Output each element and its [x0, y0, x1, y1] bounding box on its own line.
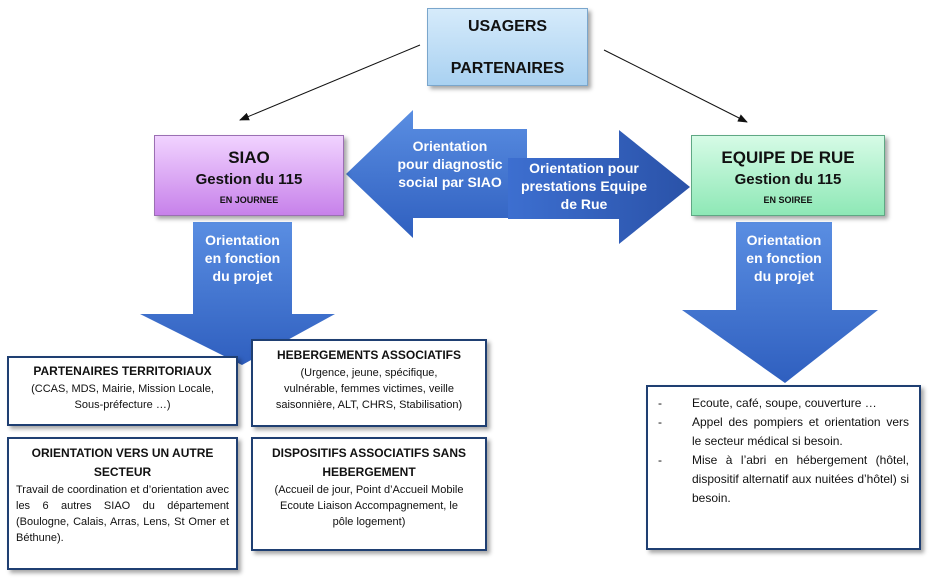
card-title: PARTENAIRES TERRITORIAUX [33, 364, 212, 378]
arrow-left-line: Orientation [412, 138, 488, 154]
card-line: Sous-préfecture …) [74, 399, 171, 411]
orientation-secteur-card: ORIENTATION VERS UN AUTRE SECTEUR Travai… [7, 437, 238, 570]
partenaires-label: PARTENAIRES [450, 60, 565, 77]
list-item: Mise à l’abri en hébergement (hôtel, dis… [652, 451, 909, 508]
rue-period: EN SOIREE [763, 195, 813, 205]
list-item: Appel des pompiers et orientation vers l… [652, 413, 909, 451]
usagers-label: USAGERS [467, 18, 548, 35]
equipe-de-rue-box: EQUIPE DE RUE Gestion du 115 EN SOIREE [691, 135, 885, 216]
list-item: Ecoute, café, soupe, couverture … [652, 394, 909, 413]
down-arrow-siao-label: Orientation en fonction du projet [193, 231, 292, 285]
arrow-left-shape [346, 110, 527, 238]
card-title: HEBERGEMENT [322, 465, 416, 479]
arrow-right-line: prestations Equipe [520, 178, 648, 194]
services-list: Ecoute, café, soupe, couverture … Appel … [652, 394, 909, 508]
siao-box: SIAO Gestion du 115 EN JOURNEE [154, 135, 344, 216]
partenaires-territoriaux-card: PARTENAIRES TERRITORIAUX (CCAS, MDS, Mai… [7, 356, 238, 426]
arrow-right-label: Orientation pour prestations Equipe de R… [512, 159, 656, 213]
arrow-right-shape [508, 130, 690, 244]
siao-period: EN JOURNEE [219, 195, 279, 205]
card-line: (Urgence, jeune, spécifique, [300, 367, 438, 379]
arrow-left-line: social par SIAO [398, 174, 502, 190]
card-line: saisonnière, ALT, CHRS, Stabilisation) [275, 399, 463, 411]
down-arrow-rue-shape [682, 222, 878, 383]
siao-subtitle: Gestion du 115 [195, 171, 303, 188]
card-title: DISPOSITIFS ASSOCIATIFS SANS [271, 446, 467, 460]
equipe-rue-services-card: Ecoute, café, soupe, couverture … Appel … [646, 385, 921, 550]
down-rue-line: en fonction [746, 250, 822, 266]
rue-title: EQUIPE DE RUE [721, 148, 855, 167]
hebergements-associatifs-card: HEBERGEMENTS ASSOCIATIFS (Urgence, jeune… [251, 339, 487, 427]
usagers-box: USAGERS PARTENAIRES [427, 8, 588, 86]
arrow-left-line: pour diagnostic [397, 156, 503, 172]
down-siao-line: Orientation [205, 232, 280, 248]
down-arrow-siao-shape [140, 222, 335, 365]
card-title: HEBERGEMENTS ASSOCIATIFS [276, 348, 461, 362]
dispositifs-associatifs-card: DISPOSITIFS ASSOCIATIFS SANS HEBERGEMENT… [251, 437, 487, 551]
arrow-right-line: Orientation pour [529, 160, 639, 176]
down-rue-line: du projet [754, 268, 814, 284]
card-line: (CCAS, MDS, Mairie, Mission Locale, [31, 383, 214, 395]
arrow-left-label: Orientation pour diagnostic social par S… [378, 137, 522, 191]
down-rue-line: Orientation [746, 232, 822, 248]
down-siao-line: du projet [212, 268, 273, 284]
down-siao-line: en fonction [204, 250, 281, 266]
card-body: Travail de coordination et d’orientation… [16, 484, 229, 544]
connector-right [603, 49, 748, 123]
siao-title: SIAO [228, 148, 270, 167]
card-title: ORIENTATION VERS UN AUTRE [31, 446, 214, 460]
arrow-right-line: de Rue [560, 196, 608, 212]
card-line: Ecoute Liaison Accompagnement, le [280, 500, 458, 512]
card-line: pôle logement) [332, 516, 406, 528]
down-arrow-rue-label: Orientation en fonction du projet [736, 231, 832, 285]
connector-left [239, 44, 421, 121]
card-line: vulnérable, femmes victimes, veille [284, 383, 454, 395]
card-title: SECTEUR [93, 465, 152, 479]
rue-subtitle: Gestion du 115 [734, 171, 842, 188]
card-line: (Accueil de jour, Point d’Accueil Mobile [274, 484, 464, 496]
